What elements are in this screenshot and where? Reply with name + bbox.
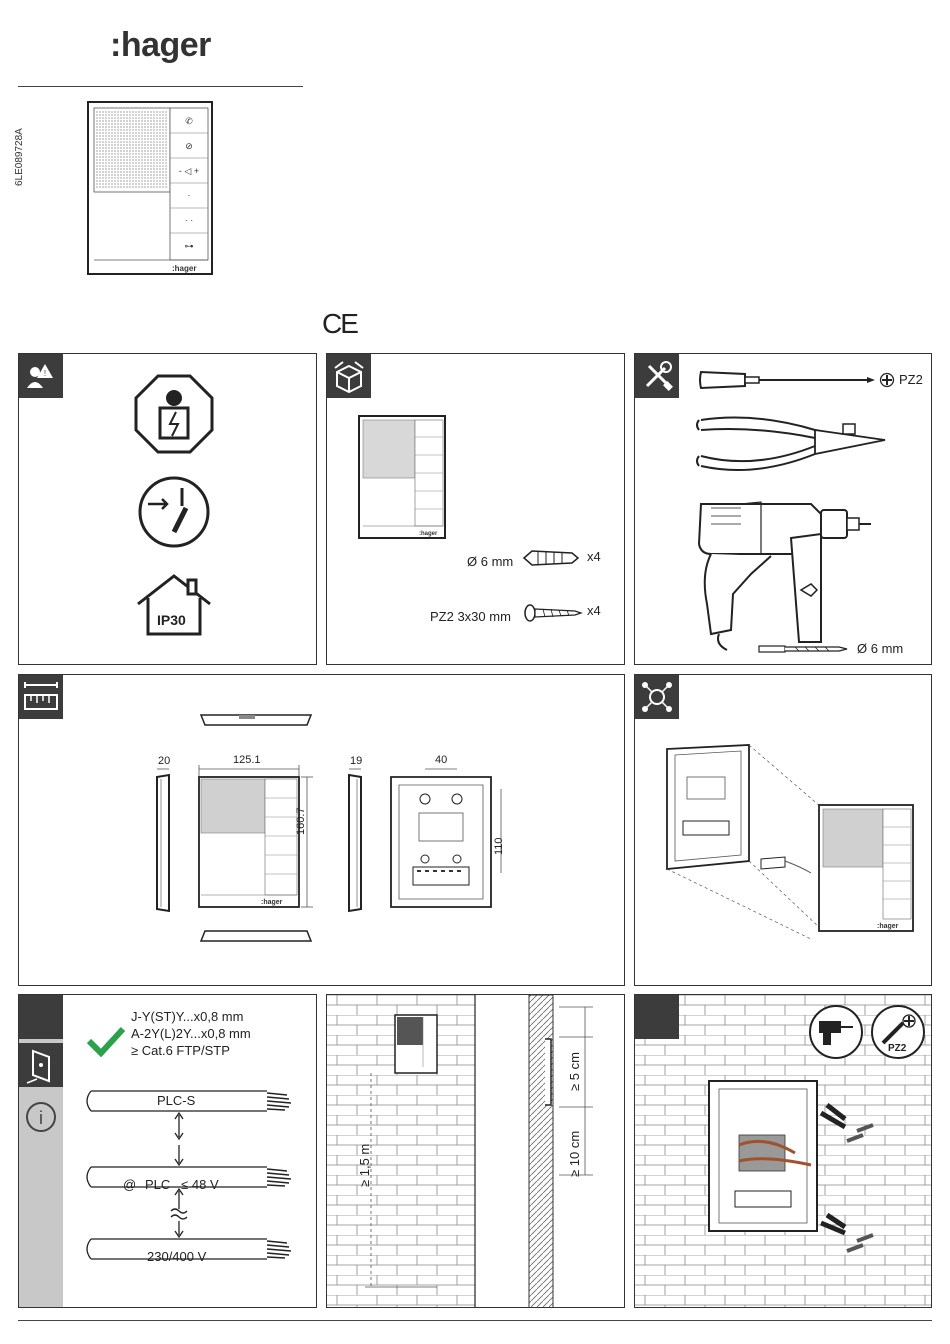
- cabling-sidebar: [19, 995, 63, 1308]
- drill-bit-icon: [755, 643, 851, 655]
- product-front-view: ✆ ⊘ - ◁ + · · · ⊶ :hager: [86, 100, 216, 278]
- wall-plug-quantity: x4: [587, 549, 601, 564]
- safety-warning-icon: !: [19, 354, 63, 398]
- plc-prefix: @: [123, 1177, 136, 1192]
- top-clearance-label: ≥ 5 cm: [567, 1052, 582, 1091]
- svg-text::hager: :hager: [419, 531, 438, 537]
- double-dot-icon: · ·: [185, 215, 194, 225]
- tools-panel: PZ2 Ø 6 mm: [634, 353, 932, 665]
- indoor-house-icon: [134, 572, 214, 638]
- product-logo: :hager: [172, 264, 196, 273]
- info-icon: i: [23, 1099, 59, 1135]
- screwdriver-label: PZ2: [899, 372, 923, 387]
- svg-text::hager: :hager: [261, 899, 283, 906]
- screwdriver-icon: [697, 366, 877, 394]
- cable-type-3: ≥ Cat.6 FTP/STP: [131, 1043, 230, 1058]
- front-dimension-view: :hager: [195, 763, 335, 913]
- package-device-illustration: :hager: [357, 414, 447, 540]
- cable-type-1: J-Y(ST)Y...x0,8 mm: [131, 1009, 243, 1024]
- drill-tool-icon: [807, 1003, 865, 1061]
- left-side-view: [149, 763, 179, 923]
- package-panel: :hager Ø 6 mm x4 PZ2 3x30 mm x4: [326, 353, 625, 665]
- screw-label: PZ2 3x30 mm: [430, 609, 511, 624]
- box-icon: [327, 354, 371, 398]
- connection-icon: [635, 675, 679, 719]
- ip-rating: IP30: [157, 612, 186, 628]
- screw-quantity: x4: [587, 603, 601, 618]
- cable-separation-diagram: [71, 1085, 317, 1308]
- bus-cable-label: PLC-S: [157, 1093, 195, 1108]
- cable-type-2: A-2Y(L)2Y...x0,8 mm: [131, 1026, 251, 1041]
- hole-spacing-horizontal: 40: [435, 754, 447, 766]
- footer-rule: [18, 1320, 932, 1321]
- cabling-panel: i J-Y(ST)Y...x0,8 mm A-2Y(L)2Y...x0,8 mm…: [18, 994, 317, 1308]
- electrician-icon: [134, 374, 214, 454]
- fixing-panel: PZ2: [634, 994, 932, 1308]
- wall-box-icon: [19, 1043, 63, 1087]
- mounting-height-panel: ≥ 1,5 m ≥ 5 cm ≥ 10 cm: [326, 994, 625, 1308]
- drill-bit-label: Ø 6 mm: [857, 641, 903, 656]
- tools-icon: [635, 354, 679, 398]
- plc-cable-label: PLC ≤ 48 V: [145, 1177, 219, 1192]
- svg-text:!: !: [44, 369, 46, 378]
- document-reference: 6LE089728A: [14, 96, 28, 186]
- volume-icon: - ◁ +: [179, 166, 199, 176]
- dimensions-panel: 20 :hager 125.1 160.7 19: [18, 674, 625, 986]
- ce-mark: CE: [322, 308, 357, 340]
- key-icon: ⊶: [185, 241, 194, 251]
- disconnect-power-icon: [136, 474, 212, 550]
- screwdriver-tool-label: PZ2: [888, 1043, 906, 1054]
- header-rule: [18, 86, 303, 87]
- phillips-icon: [879, 372, 895, 388]
- step-badge-fixing: [635, 995, 679, 1039]
- width-dimension: 125.1: [233, 754, 261, 766]
- wire-stripper-icon: [695, 410, 895, 480]
- bottom-clearance-label: ≥ 10 cm: [567, 1131, 582, 1177]
- depth-right-dimension: 19: [350, 755, 362, 767]
- assembly-panel: :hager: [634, 674, 932, 986]
- svg-text::hager: :hager: [877, 923, 899, 930]
- step-badge: [19, 995, 63, 1039]
- hole-spacing-vertical: 110: [493, 837, 505, 855]
- brand-logo: :hager: [110, 26, 211, 65]
- screw-icon: [523, 603, 583, 623]
- drill-icon: [671, 494, 881, 654]
- safety-panel: ! IP30: [18, 353, 317, 665]
- call-icon: ✆: [185, 116, 193, 126]
- depth-left-dimension: 20: [158, 755, 170, 767]
- wall-plug-icon: [522, 547, 582, 569]
- exploded-assembly-view: :hager: [661, 743, 921, 953]
- wall-plug-label: Ø 6 mm: [467, 554, 513, 569]
- mains-cable-label: 230/400 V: [147, 1249, 206, 1264]
- top-view-outline: [197, 711, 315, 727]
- right-side-view: [341, 763, 371, 923]
- mounting-height-label: ≥ 1,5 m: [357, 1144, 372, 1187]
- back-plate-view: [389, 763, 509, 913]
- height-dimension: 160.7: [295, 807, 307, 835]
- ruler-icon: [19, 675, 63, 719]
- dot-icon: ·: [188, 190, 191, 200]
- mute-icon: ⊘: [185, 141, 193, 151]
- checkmark-icon: [85, 1025, 127, 1057]
- svg-text:i: i: [39, 1108, 43, 1128]
- bottom-view-outline: [197, 927, 315, 947]
